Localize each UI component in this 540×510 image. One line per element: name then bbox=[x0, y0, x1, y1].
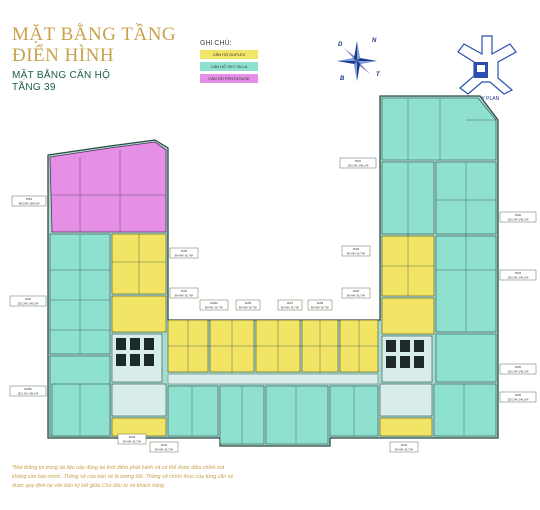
unit-tag-du07: DU07 98.4 M² | 91.7 M² bbox=[277, 299, 303, 311]
unit-tag-du09: DU09 98.4 M² | 91.7 M² bbox=[117, 433, 147, 445]
unit-tag-du08-name: DU08 bbox=[317, 302, 324, 305]
unit-tag-du04: DU04 98.4 M² | 91.7 M² bbox=[169, 287, 199, 299]
title-block: MẶT BẰNG TẦNG ĐIỂN HÌNH MẶT BẰNG CĂN HỘ … bbox=[12, 24, 182, 94]
unit-tag-du05-name: DU05 bbox=[245, 302, 252, 305]
unit-tag-dv06a-name: DV06A bbox=[24, 388, 32, 391]
unit-tag-du08-area: 98.4 M² | 91.7 M² bbox=[311, 307, 329, 310]
unit-dv05 bbox=[433, 383, 497, 437]
unit-du10 bbox=[111, 417, 167, 437]
main-title-line-2: ĐIỂN HÌNH bbox=[12, 45, 115, 66]
unit-tag-du09-name: DU09 bbox=[129, 436, 136, 439]
unit-tag-du03: DU03 98.4 M² | 91.7 M² bbox=[341, 287, 371, 299]
unit-tag-dv03: DV03 153.1 M² | 148.1 M² bbox=[9, 295, 47, 307]
unit-tag-du01-name: DU01 bbox=[401, 444, 408, 447]
unit-dv01 bbox=[381, 97, 497, 161]
unit-tag-dv05-area: 153.1 M² | 148.1 M² bbox=[508, 371, 529, 374]
core-stairs-right bbox=[379, 383, 433, 417]
unit-tag-dv02-name: DV02 bbox=[515, 214, 522, 217]
unit-tag-dv06-area: 153.1 M² | 148.1 M² bbox=[508, 399, 529, 402]
legend-item-sky-villa: CĂN HỘ SKY VILLA bbox=[200, 62, 258, 71]
unit-tag-dv05: DV05 153.1 M² | 148.1 M² bbox=[499, 363, 537, 375]
unit-tag-dv01-name: DV01 bbox=[355, 160, 362, 163]
unit-tag-du09-area: 98.4 M² | 91.7 M² bbox=[123, 441, 141, 444]
unit-tag-du10-area: 98.4 M² | 91.7 M² bbox=[155, 449, 173, 452]
unit-tag-dv06a-area: 153.1 M² | 148.1 M² bbox=[18, 393, 39, 396]
unit-tag-du02-area: 98.4 M² | 91.7 M² bbox=[347, 253, 365, 256]
room-partitions bbox=[50, 98, 496, 444]
unit-bottom-c bbox=[265, 385, 329, 445]
unit-tag-du10: DU10 98.4 M² | 91.7 M² bbox=[149, 441, 179, 453]
unit-tag-du04-area: 98.4 M² | 91.7 M² bbox=[175, 295, 193, 298]
unit-tag-ph01-name: PH01 bbox=[26, 198, 33, 201]
legend: GHI CHÚ: CĂN HỘ DUPLEX CĂN HỘ SKY VILLA … bbox=[200, 40, 258, 86]
unit-tag-du05: DU05 98.4 M² | 91.7 M² bbox=[235, 299, 261, 311]
key-plan-label: KEY PLAN bbox=[474, 96, 500, 102]
legend-item-penthouse: CĂN HỘ PENTHOUSE bbox=[200, 74, 258, 83]
sub-title-line-1: MẶT BẰNG CĂN HỘ bbox=[12, 70, 111, 81]
compass-label-t: T bbox=[376, 72, 380, 78]
unit-tag-du10-name: DU10 bbox=[161, 444, 168, 447]
unit-tag-dv05-name: DV05 bbox=[515, 366, 522, 369]
unit-tag-du06-name: DU06 bbox=[181, 250, 188, 253]
unit-tag-du04a-name: DU04A bbox=[210, 302, 218, 305]
unit-tag-dv06-name: DV06 bbox=[515, 394, 522, 397]
unit-tag-du04a-area: 98.4 M² | 91.7 M² bbox=[205, 307, 223, 310]
key-plan: KEY PLAN bbox=[452, 30, 522, 104]
unit-dv06 bbox=[51, 383, 111, 437]
unit-tag-du07-name: DU07 bbox=[287, 302, 294, 305]
core-stairs-left bbox=[111, 383, 167, 417]
unit-right-b bbox=[435, 333, 497, 383]
compass-label-d: D bbox=[338, 42, 343, 48]
unit-tag-du03-name: DU03 bbox=[353, 290, 360, 293]
unit-tag-du01: DU01 98.4 M² | 91.7 M² bbox=[389, 441, 419, 453]
unit-tag-du05-area: 98.4 M² | 91.7 M² bbox=[239, 307, 257, 310]
unit-du04 bbox=[381, 297, 435, 335]
unit-tag-du03-area: 98.4 M² | 91.7 M² bbox=[347, 295, 365, 298]
legend-item-duplex: CĂN HỘ DUPLEX bbox=[200, 50, 258, 59]
unit-du04a bbox=[111, 295, 167, 333]
footnote: *Mọi thông tin trong tài liệu này đúng t… bbox=[12, 465, 234, 489]
unit-tag-dv02: DV02 153.1 M² | 148.1 M² bbox=[499, 211, 537, 223]
unit-du01 bbox=[379, 417, 433, 437]
unit-tag-ph01: PH01 440.0 M² | 384.0 M² bbox=[11, 195, 47, 207]
unit-tag-du06: DU06 98.4 M² | 91.7 M² bbox=[169, 247, 199, 259]
unit-tag-dv02-area: 153.1 M² | 148.1 M² bbox=[508, 219, 529, 222]
unit-tag-du04-name: DU04 bbox=[181, 290, 188, 293]
sub-title-line-2: TẦNG 39 bbox=[12, 82, 56, 93]
unit-tag-dv04-area: 153.1 M² | 148.1 M² bbox=[508, 277, 529, 280]
unit-tag-dv06a: DV06A 153.1 M² | 148.1 M² bbox=[9, 385, 47, 397]
unit-ph01 bbox=[49, 141, 167, 233]
unit-tag-du07-area: 98.4 M² | 91.7 M² bbox=[281, 307, 299, 310]
compass-label-n: N bbox=[372, 38, 377, 44]
unit-tag-dv03-area: 153.1 M² | 148.1 M² bbox=[18, 303, 39, 306]
legend-heading: GHI CHÚ: bbox=[200, 40, 232, 47]
unit-tag-du06-area: 98.4 M² | 91.7 M² bbox=[175, 255, 193, 258]
unit-tag-du04a: DU04A 98.4 M² | 91.7 M² bbox=[199, 299, 229, 311]
corridor bbox=[167, 373, 379, 385]
compass-star-icon bbox=[337, 41, 377, 81]
unit-tag-dv01: DV01 153.1 M² | 148.1 M² bbox=[339, 157, 377, 169]
unit-tag-du02: DU02 98.4 M² | 91.7 M² bbox=[341, 245, 371, 257]
unit-tag-dv04-name: DV04 bbox=[515, 272, 522, 275]
unit-tag-du01-area: 98.4 M² | 91.7 M² bbox=[395, 449, 413, 452]
unit-tag-du08: DU08 98.4 M² | 91.7 M² bbox=[307, 299, 333, 311]
unit-tag-ph01-area: 440.0 M² | 384.0 M² bbox=[19, 203, 40, 206]
unit-tag-dv01-area: 153.1 M² | 148.1 M² bbox=[348, 165, 369, 168]
unit-tag-du02-name: DU02 bbox=[353, 248, 360, 251]
compass-label-b: B bbox=[340, 76, 345, 82]
key-plan-diagram bbox=[457, 35, 517, 95]
main-title: MẶT BẰNG TẦNG ĐIỂN HÌNH bbox=[12, 24, 182, 66]
sub-title: MẶT BẰNG CĂN HỘ TẦNG 39 bbox=[12, 70, 182, 94]
unit-tag-dv04: DV04 153.1 M² | 148.1 M² bbox=[499, 269, 537, 281]
main-title-line-1: MẶT BẰNG TẦNG bbox=[12, 24, 177, 45]
unit-bottom-a bbox=[167, 385, 219, 437]
compass: D N B T bbox=[332, 36, 382, 86]
unit-tag-dv06: DV06 153.1 M² | 148.1 M² bbox=[499, 391, 537, 403]
unit-tag-dv03-name: DV03 bbox=[25, 298, 32, 301]
